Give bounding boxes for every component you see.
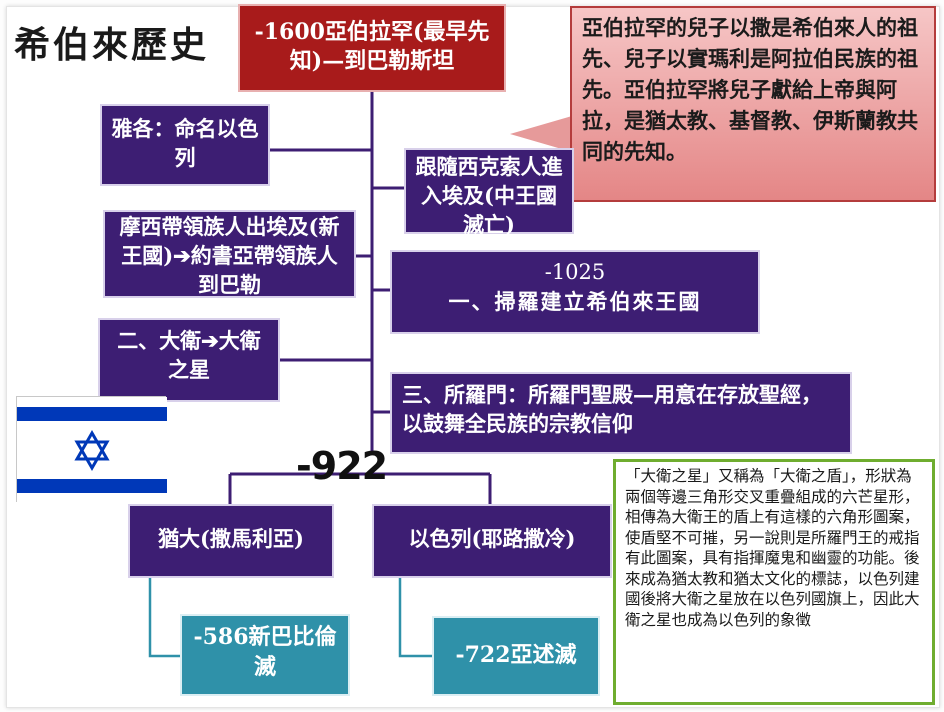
saul-box: -1025 一、掃羅建立希伯來王國 [390,250,760,334]
judah-fall-box: -586新巴比倫滅 [180,614,350,696]
year-1025: -1025 [544,260,606,284]
judah-box: 猶大(撒馬利亞) [128,504,334,578]
callout-pointer [510,116,572,152]
israel-kingdom-box: 以色列(耶路撒冷) [372,504,612,578]
egypt-box: 跟隨西克索人進入埃及(中王國滅亡) [404,148,574,237]
abraham-box: -1600亞伯拉罕(最早先知)—到巴勒斯坦 [238,4,506,92]
page-title: 希伯來歷史 [14,24,210,66]
split-year: -922 [296,444,388,488]
david-box: 二、大衛➔大衛之星 [98,318,280,402]
solomon-box: 三、所羅門：所羅門聖殿—用意在存放聖經，以鼓舞全民族的宗教信仰 [390,372,852,454]
israel-flag [16,396,167,503]
abraham-callout: 亞伯拉罕的兒子以撒是希伯來人的祖先、兒子以實瑪利是阿拉伯民族的祖先。亞伯拉罕將兒… [570,6,936,202]
jacob-box: 雅各：命名以色列 [100,104,270,186]
star-of-david-icon [17,397,167,503]
moses-box: 摩西帶領族人出埃及(新王國)➔約書亞帶領族人到巴勒 [103,210,356,298]
saul-label: 一、掃羅建立希伯來王國 [448,289,702,314]
israel-fall-box: -722亞述滅 [432,616,600,696]
star-of-david-note: 「大衛之星」又稱為「大衛之盾」，形狀為兩個等邊三角形交叉重疊組成的六芒星形，相傳… [613,459,935,705]
